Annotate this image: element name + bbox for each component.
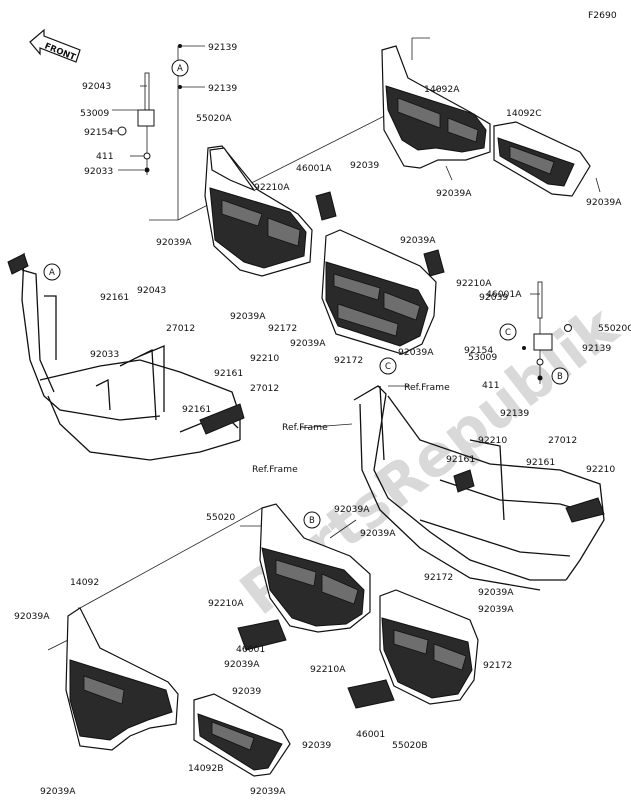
part-number-label: 92039	[350, 160, 379, 171]
part-number-label: 411	[96, 151, 114, 162]
part-number-label: 27012	[166, 323, 195, 334]
callout-c-frame	[379, 357, 397, 375]
step-bracket-46001-lower	[237, 619, 395, 709]
part-number-label: 46001	[356, 729, 385, 740]
callout-a-frame-label: A	[49, 268, 55, 278]
callout-a-top	[171, 59, 189, 77]
part-number-label: 92039A	[400, 235, 436, 246]
part-number-label: 92043	[82, 81, 111, 92]
panel-55020	[259, 503, 371, 633]
part-number-label: 92161	[182, 404, 211, 415]
part-number-label: 92039	[479, 292, 508, 303]
part-number-label: 92139	[500, 408, 529, 419]
part-number-label: 92139	[208, 42, 237, 53]
part-number-label: 27012	[548, 435, 577, 446]
callout-b-panel	[303, 511, 321, 529]
panel-55020A	[204, 145, 313, 277]
part-number-label: 92039A	[230, 311, 266, 322]
panel-14092	[65, 607, 179, 751]
callout-b-stack	[551, 367, 569, 385]
part-number-label: 92039	[232, 686, 261, 697]
part-number-label: 92039A	[14, 611, 50, 622]
part-number-label: 46001A	[296, 163, 332, 174]
panel-55020B	[379, 589, 479, 705]
part-number-label: 92039A	[398, 347, 434, 358]
part-number-label: 14092	[70, 577, 99, 588]
part-number-label: 92161	[100, 292, 129, 303]
part-number-label: 55020	[206, 512, 235, 523]
part-number-label: 92139	[208, 83, 237, 94]
part-number-label: 92039A	[478, 604, 514, 615]
part-number-label: 92039A	[250, 786, 286, 797]
part-number-label: 92139	[582, 343, 611, 354]
callout-c-frame-label: C	[385, 362, 391, 372]
part-number-label: 92043	[137, 285, 166, 296]
part-number-labels: 92139921399204353009921544119203355020A9…	[14, 42, 631, 797]
part-number-label: 46001	[236, 644, 265, 655]
callout-a-top-label: A	[177, 64, 183, 74]
part-number-label: 53009	[468, 352, 497, 363]
part-number-label: 92039A	[334, 504, 370, 515]
panel-14092B	[193, 693, 291, 777]
callout-c-stack-label: C	[505, 328, 511, 338]
panel-55020C	[321, 229, 437, 355]
part-number-label: 92154	[464, 345, 493, 356]
part-number-label: 92039A	[224, 659, 260, 670]
part-number-label: 92172	[483, 660, 512, 671]
part-number-label: 14092A	[424, 84, 460, 95]
frame-left	[7, 252, 245, 461]
part-number-label: 92210	[586, 464, 615, 475]
part-number-label: 92039A	[290, 338, 326, 349]
part-number-label: 92161	[526, 457, 555, 468]
part-number-label: 92210A	[456, 278, 492, 289]
fastener-stack-top-left	[117, 44, 205, 221]
callout-b-stack-label: B	[557, 372, 563, 382]
ref-frame-label-left: Ref.Frame	[252, 464, 298, 475]
part-number-label: 92161	[446, 454, 475, 465]
part-number-label: 92039A	[478, 587, 514, 598]
part-number-label: 92033	[90, 349, 119, 360]
part-number-label: 92039A	[436, 188, 472, 199]
leader-lines	[47, 85, 601, 651]
part-number-label: 92039A	[586, 197, 622, 208]
part-number-label: 92210A	[208, 598, 244, 609]
frame-right	[353, 385, 605, 591]
part-number-label: 92210	[250, 353, 279, 364]
part-number-label: 55020B	[392, 740, 428, 751]
step-bracket-46001A-upper	[315, 191, 445, 277]
part-number-label: 53009	[80, 108, 109, 119]
part-number-label: 55020A	[196, 113, 232, 124]
figure-code: F2690	[588, 10, 617, 21]
front-arrow-icon: FRONT	[29, 28, 81, 63]
part-number-label: 92172	[268, 323, 297, 334]
part-number-label: 92039A	[156, 237, 192, 248]
callout-c-stack	[499, 323, 517, 341]
part-number-label: 14092C	[506, 108, 542, 119]
part-number-label: 92210A	[310, 664, 346, 675]
part-number-label: 27012	[250, 383, 279, 394]
fastener-stack-right	[522, 281, 572, 384]
part-number-label: 92039A	[360, 528, 396, 539]
part-number-label: 92039A	[40, 786, 76, 797]
callout-b-panel-label: B	[309, 516, 315, 526]
part-number-label: Ref.Frame	[404, 382, 450, 393]
part-number-label: 92210	[478, 435, 507, 446]
part-number-label: 92161	[214, 368, 243, 379]
panel-14092A	[381, 45, 491, 169]
part-number-label: 411	[482, 380, 500, 391]
part-number-label: 92033	[84, 166, 113, 177]
callout-a-frame	[43, 263, 61, 281]
part-number-label: 46001A	[486, 289, 522, 300]
part-number-label: 55020C	[598, 323, 631, 334]
ref-frame-label-right: Ref.Frame	[282, 422, 328, 433]
part-number-label: 92210A	[254, 182, 290, 193]
part-number-label: 92039	[302, 740, 331, 751]
part-number-label: 92154	[84, 127, 113, 138]
part-number-label: 14092B	[188, 763, 224, 774]
panel-14092C	[493, 121, 591, 197]
part-number-label: 92172	[424, 572, 453, 583]
part-number-label: 92172	[334, 355, 363, 366]
